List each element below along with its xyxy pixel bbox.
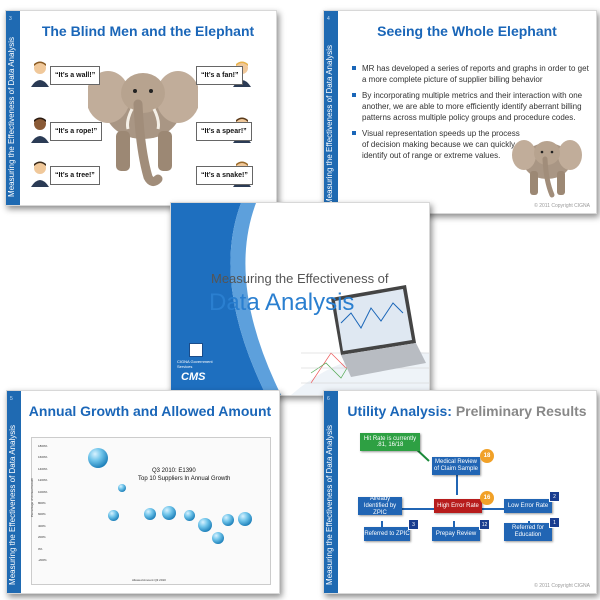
y-tick: 800% <box>38 500 46 505</box>
slide-whole-elephant[interactable]: 4 Measuring the Effectiveness of Data An… <box>323 10 597 214</box>
bullet-item: By incorporating multiple metrics and th… <box>352 90 592 123</box>
copyright: © 2011 Copyright CIGNA <box>534 583 590 589</box>
y-tick: 1000% <box>38 489 48 494</box>
data-bubble <box>198 518 212 532</box>
y-tick: 400% <box>38 523 46 528</box>
y-tick: 0% <box>38 546 43 551</box>
badge-referred-education: 1 <box>549 517 560 528</box>
quote-wall: “It’s a wall!” <box>50 66 101 85</box>
sidebar-title: Measuring the Effectiveness of Data Anal… <box>325 45 334 205</box>
high-error-box: High Error Rate <box>434 499 482 513</box>
slide-title: Seeing the Whole Elephant <box>377 23 557 39</box>
cigna-label: CIGNA Government Services <box>177 359 213 369</box>
title-light: Preliminary Results <box>455 403 587 419</box>
slide-number: 5 <box>10 396 13 402</box>
slide-sidebar: 5 Measuring the Effectiveness of Data An… <box>7 391 21 593</box>
slide-sidebar: 4 Measuring the Effectiveness of Data An… <box>324 11 338 213</box>
hit-rate-callout: Hit Rate is currently .81, 16/18 <box>360 433 420 451</box>
slide-sidebar: 6 Measuring the Effectiveness of Data An… <box>324 391 338 593</box>
badge-high-error: 16 <box>480 491 494 505</box>
y-tick: 1600% <box>38 455 48 460</box>
bullet-list: MR has developed a series of reports and… <box>352 63 592 166</box>
elephant-illustration <box>88 71 198 187</box>
data-bubble <box>162 506 176 520</box>
badge-medical-review: 18 <box>480 449 494 463</box>
badge-prepay: 12 <box>479 519 490 530</box>
slide-annual-growth[interactable]: 5 Measuring the Effectiveness of Data An… <box>6 390 280 594</box>
title-bold: Utility Analysis: <box>347 403 452 419</box>
cigna-logo: CIGNA Government Services <box>177 343 227 369</box>
data-bubble <box>222 514 234 526</box>
badge-referred-zpic: 3 <box>408 519 419 530</box>
title-line-1: Measuring the Effectiveness of <box>211 271 389 286</box>
bullet-item: Visual representation speeds up the proc… <box>352 128 527 161</box>
data-bubble <box>108 510 119 521</box>
sidebar-title: Measuring the Effectiveness of Data Anal… <box>8 425 17 585</box>
prepay-review-box: Prepay Review <box>432 527 480 541</box>
y-tick: 1800% <box>38 444 48 448</box>
slide-title: The Blind Men and the Elephant <box>41 23 255 39</box>
slide-title: Utility Analysis: Preliminary Results <box>338 403 596 419</box>
badge-low-error: 2 <box>549 491 560 502</box>
chart-x-label: Allowed Amount Q3 2010 <box>132 578 166 582</box>
y-tick: 1200% <box>38 478 48 483</box>
chart-title-2: Top 10 Suppliers In Annual Growth <box>138 476 231 482</box>
slide-utility-analysis[interactable]: 6 Measuring the Effectiveness of Data An… <box>323 390 597 594</box>
chart-title-1: Q3 2010: E1390 <box>152 468 196 474</box>
low-error-box: Low Error Rate <box>504 499 552 513</box>
data-bubble <box>238 512 252 526</box>
chart-y-ticks: 1800% 1600% 1400% 1200% 1000% 800% 600% … <box>38 444 47 562</box>
y-tick: 200% <box>38 535 46 540</box>
man-5-icon <box>30 161 50 187</box>
cigna-logo-mark <box>189 343 203 357</box>
chart-y-label: Percentage of Annual Growth <box>30 478 34 518</box>
already-identified-box: Already Identified by ZPIC <box>358 496 402 516</box>
quote-tree: “It’s a tree!” <box>50 166 100 185</box>
copyright: © 2011 Copyright CIGNA <box>534 203 590 209</box>
slide-title-page[interactable]: Measuring the Effectiveness of Data Anal… <box>170 202 430 396</box>
medical-review-box: Medical Review of Claim Sample <box>432 457 480 475</box>
quote-fan: “It’s a fan!” <box>196 66 244 85</box>
quote-rope: “It’s a rope!” <box>50 122 103 141</box>
slide-blind-men[interactable]: 3 Measuring the Effectiveness of Data An… <box>5 10 277 206</box>
man-1-icon <box>30 61 50 87</box>
data-bubble <box>184 510 195 521</box>
slide-title: Annual Growth and Allowed Amount <box>28 403 272 419</box>
data-bubble <box>212 532 224 544</box>
man-3-icon <box>30 117 50 143</box>
referred-zpic-box: Referred to ZPIC <box>364 527 410 541</box>
data-bubble <box>144 508 156 520</box>
slide-number: 6 <box>327 396 330 402</box>
y-tick: -200% <box>38 557 47 562</box>
title-line-2: Data Analysis <box>209 289 355 316</box>
bullet-item: MR has developed a series of reports and… <box>352 63 592 85</box>
quote-snake: “It’s a snake!” <box>196 166 253 185</box>
slide-sidebar: 3 Measuring the Effectiveness of Data An… <box>6 11 20 205</box>
data-bubble <box>118 484 126 492</box>
slide-number: 3 <box>9 16 12 22</box>
slide-number: 4 <box>327 16 330 22</box>
data-bubble <box>88 448 108 468</box>
elephant-small-illustration <box>512 140 582 198</box>
bubble-chart: Percentage of Annual Growth 1800% 1600% … <box>30 437 271 585</box>
quote-spear: “It’s a spear!” <box>196 122 252 141</box>
sidebar-title: Measuring the Effectiveness of Data Anal… <box>7 37 16 197</box>
cms-logo: CMS <box>181 371 206 383</box>
y-tick: 600% <box>38 512 46 517</box>
referred-education-box: Referred for Education <box>504 523 552 541</box>
y-tick: 1400% <box>38 466 48 471</box>
